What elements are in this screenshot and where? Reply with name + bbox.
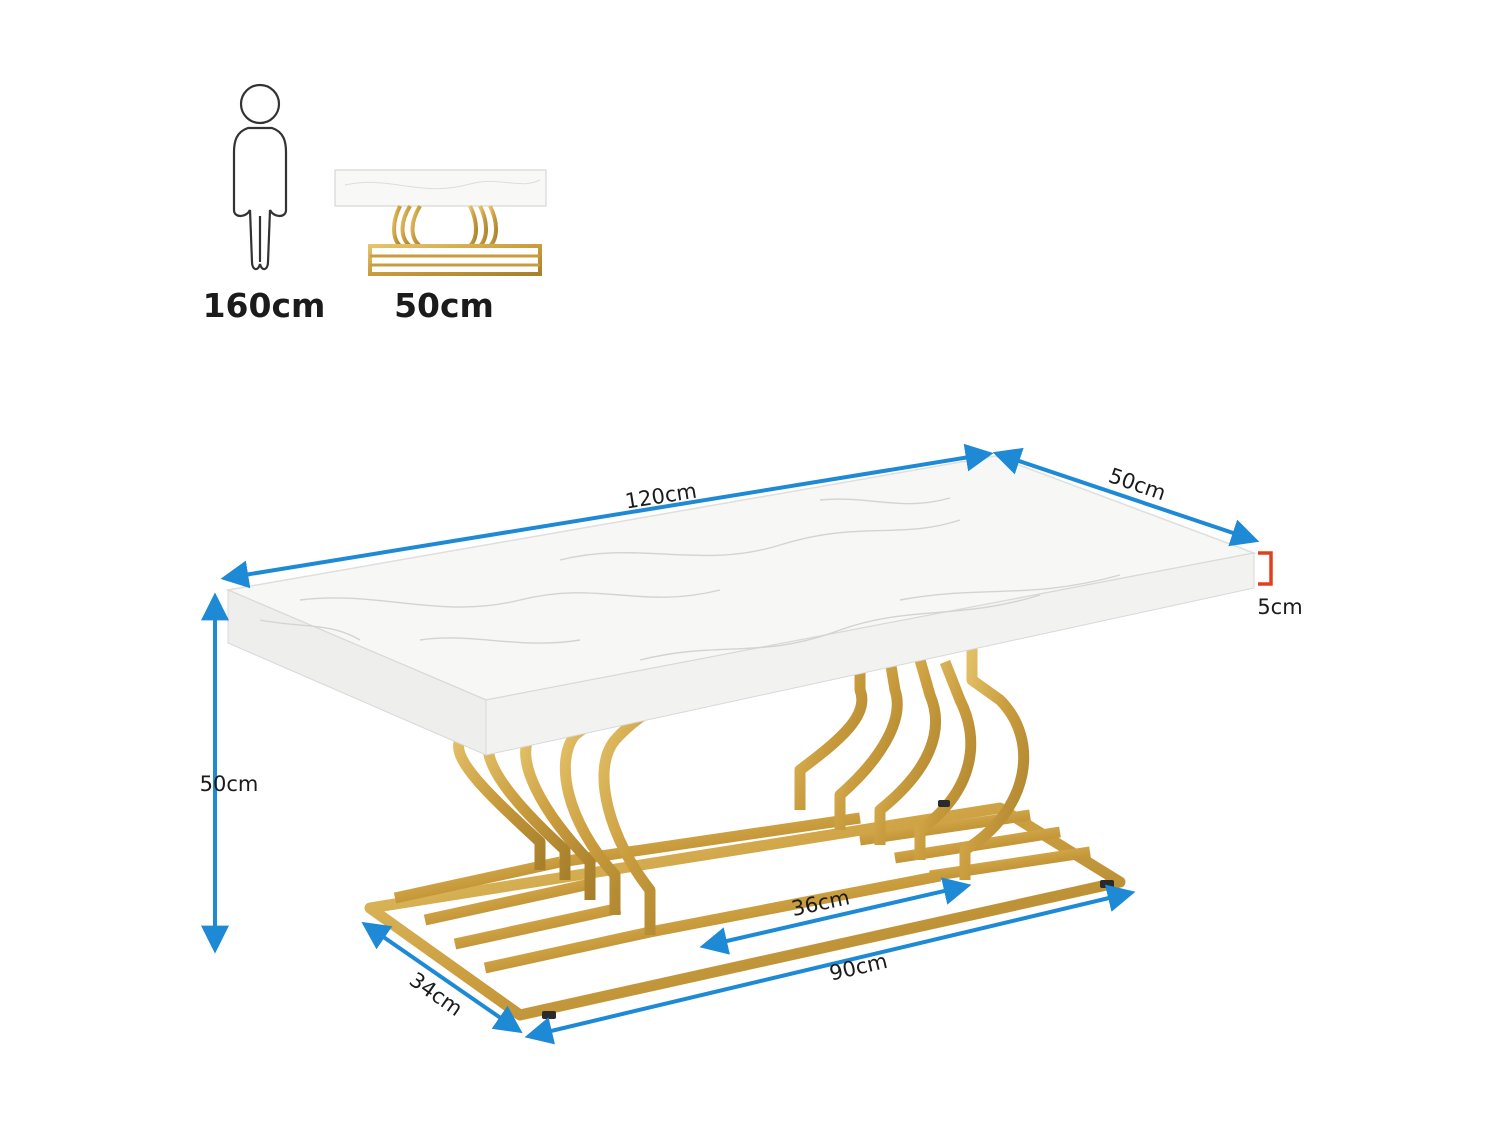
dimension-arrows xyxy=(201,443,1260,1045)
depth-arrow xyxy=(992,447,1260,547)
length-arrow xyxy=(220,443,994,589)
base-length-label: 90cm xyxy=(827,949,890,986)
base-length-arrow xyxy=(524,884,1136,1045)
inner-span-arrow xyxy=(699,877,972,955)
height-label: 50cm xyxy=(200,772,259,796)
table-height-label: 50cm xyxy=(394,286,494,325)
marble-tabletop xyxy=(225,455,1257,756)
thickness-label: 5cm xyxy=(1257,595,1302,619)
small-table-illustration xyxy=(334,169,547,276)
base-depth-arrow xyxy=(361,921,523,1034)
person-height-label: 160cm xyxy=(203,286,326,325)
thickness-bracket xyxy=(1258,551,1273,586)
person-icon xyxy=(232,83,288,271)
